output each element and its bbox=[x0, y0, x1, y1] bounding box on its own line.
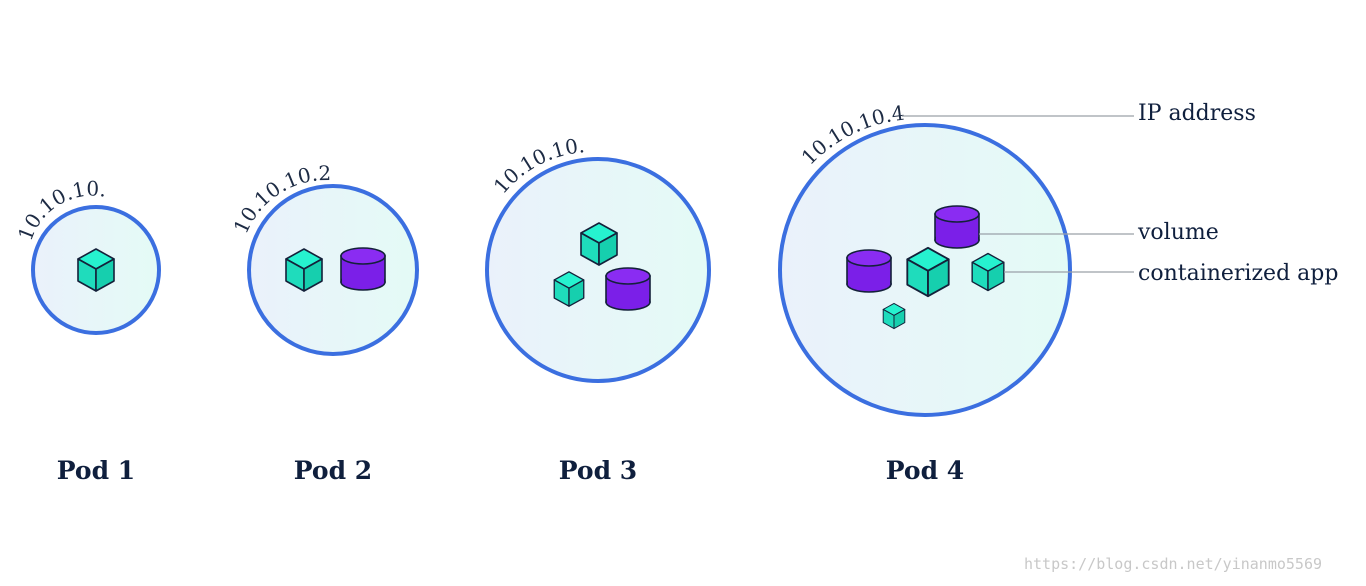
container-app-icon bbox=[285, 248, 323, 292]
container-app-icon bbox=[971, 252, 1005, 292]
pod-3-circle bbox=[485, 157, 711, 383]
pod-2: 10.10.10.2 Pod 2 bbox=[229, 161, 419, 485]
pod-3-label: Pod 3 bbox=[559, 456, 637, 485]
container-app-icon bbox=[882, 302, 906, 330]
container-app-icon bbox=[553, 271, 585, 307]
volume-icon bbox=[846, 249, 892, 293]
pod-2-label: Pod 2 bbox=[294, 456, 372, 485]
legend-volume: volume bbox=[1137, 220, 1219, 245]
pod-1-label: Pod 1 bbox=[57, 456, 135, 485]
pod-1: 10.10.10.1 Pod 1 bbox=[0, 0, 161, 485]
legend-ip-address: IP address bbox=[1138, 101, 1256, 126]
volume-icon bbox=[340, 247, 386, 291]
watermark: https://blog.csdn.net/yinanmo5569 bbox=[1024, 555, 1323, 573]
volume-icon bbox=[605, 267, 651, 311]
pod-4: 10.10.10.4 Pod 4 bbox=[778, 101, 1072, 485]
pod-2-circle bbox=[247, 184, 419, 356]
container-app-icon bbox=[580, 222, 618, 266]
container-app-icon bbox=[906, 246, 950, 298]
legend: IP address volume containerized app bbox=[902, 101, 1338, 286]
container-app-icon bbox=[77, 248, 115, 292]
volume-icon bbox=[934, 205, 980, 249]
legend-containerized-app: containerized app bbox=[1138, 261, 1338, 286]
pod-4-label: Pod 4 bbox=[886, 456, 964, 485]
